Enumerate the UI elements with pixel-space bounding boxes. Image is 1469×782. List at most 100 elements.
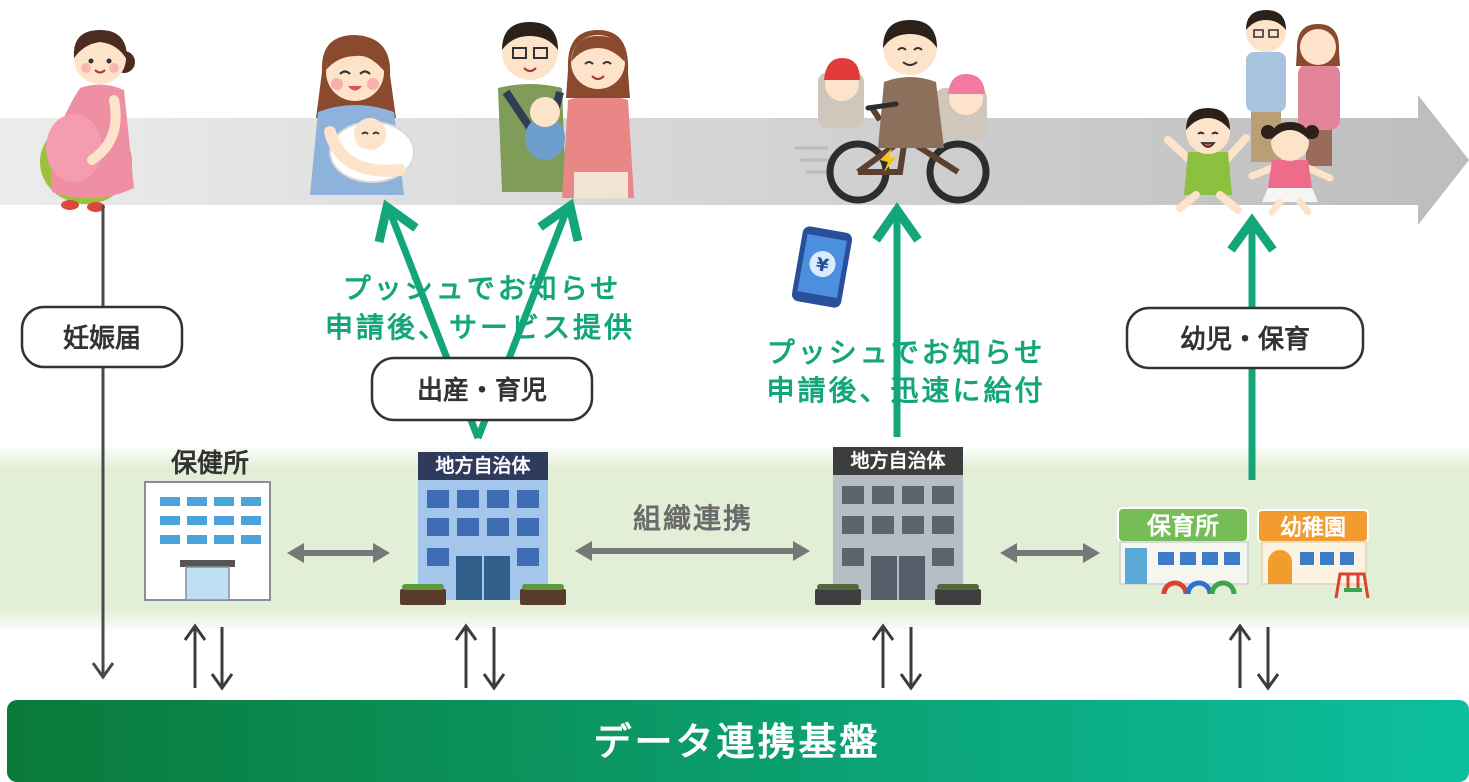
window [241, 516, 261, 525]
local-government-building-2: 地方自治体 [815, 447, 981, 605]
up-arrow-head [183, 623, 207, 641]
window [842, 516, 864, 534]
window [517, 490, 539, 508]
local-government-building-1: 地方自治体 [400, 452, 566, 605]
window [214, 516, 234, 525]
push-message-right-line2: 申請後、迅速に給付 [766, 374, 1045, 407]
pregnancy-notice-label: 妊娠届 [20, 305, 184, 369]
window [1202, 552, 1218, 565]
planter-right [520, 589, 566, 605]
org-connector-health-to-gov [287, 543, 390, 563]
planter-left [400, 589, 446, 605]
window [214, 535, 234, 544]
exchange-local-gov-2 [871, 623, 923, 691]
connector-head-right [373, 543, 390, 563]
bicycle-family-illustration [795, 20, 990, 204]
hair [73, 30, 128, 60]
boy-head [1186, 110, 1230, 154]
planter-right-plants [937, 584, 979, 590]
data-platform-label: データ連携基盤 [593, 720, 880, 764]
shoe [87, 202, 105, 212]
connector-head-left [575, 541, 592, 561]
mother-skirt [574, 172, 628, 198]
window [1180, 552, 1196, 565]
connector-head-left [1000, 543, 1017, 563]
window [241, 535, 261, 544]
nursery-building: 保育所 [1117, 507, 1249, 595]
health-center: 保健所 [144, 449, 271, 601]
baby-head [354, 118, 386, 150]
connector-head-left [287, 543, 304, 563]
girl-arms [1248, 164, 1334, 182]
window [1224, 552, 1240, 565]
building-sign-text: 地方自治体 [435, 454, 531, 477]
yen-symbol: ¥ [814, 254, 830, 277]
girl-head [1271, 123, 1309, 161]
mother-eyes [584, 61, 612, 65]
window [427, 518, 449, 536]
closed-eyes [339, 70, 371, 75]
infant-childcare-label: 幼児・保育 [1125, 306, 1365, 370]
down-arrow-head [210, 673, 234, 691]
mother-head [1300, 29, 1336, 65]
mouth [348, 86, 362, 91]
data-platform-bar: データ連携基盤 [7, 700, 1469, 782]
window [932, 516, 954, 534]
building-sign [418, 452, 548, 480]
red-helmet [824, 58, 860, 80]
belly [46, 114, 102, 182]
entrance-awning [180, 560, 235, 567]
smartphone-payment-icon: ¥ [791, 226, 853, 308]
data-platform-background [7, 700, 1469, 782]
window [160, 497, 180, 506]
mother-top [1298, 64, 1340, 130]
push-message-left-line2: 申請後、サービス提供 [325, 311, 635, 344]
father-glasses [1253, 29, 1279, 38]
planter-right-plants [522, 584, 564, 590]
window [427, 490, 449, 508]
nursery-door [1125, 548, 1147, 584]
birth-childcare-label: 出産・育児 [370, 356, 594, 422]
pregnant-woman-illustration [40, 30, 135, 212]
arm [324, 126, 406, 177]
birth-childcare-text: 出産・育児 [417, 375, 547, 406]
exchange-local-gov-1 [454, 623, 506, 691]
father-hair [502, 22, 558, 50]
play-arch-green [1209, 580, 1237, 595]
life-stage-timeline-arrow [0, 95, 1469, 225]
window [517, 548, 539, 566]
window [932, 486, 954, 504]
pregnancy-notice-box [20, 305, 184, 369]
window [1158, 552, 1174, 565]
window [1320, 552, 1334, 565]
down-arrow-head [1256, 673, 1280, 691]
boy-hair [1186, 108, 1230, 130]
push-message-left-line1: プッシュでお知らせ [343, 272, 621, 305]
girl-skirt [1262, 188, 1318, 202]
parents-with-baby-illustration [498, 22, 634, 198]
nursery-sign-text: 保育所 [1146, 512, 1219, 540]
window [457, 518, 479, 536]
window [1300, 552, 1314, 565]
connector-head-right [1083, 543, 1100, 563]
baby-head [530, 97, 560, 127]
father-hair [1246, 10, 1286, 30]
cheek [367, 78, 379, 90]
play-arch-blue [1185, 580, 1213, 595]
window [842, 548, 864, 566]
glasses-left [512, 47, 527, 59]
pregnancy-notice-text: 妊娠届 [63, 324, 141, 354]
push-arrow-left-head [374, 199, 419, 244]
family-with-children-illustration [1164, 10, 1340, 216]
nursery-windows [1158, 552, 1240, 565]
push-arrow-childcare-head [1227, 213, 1277, 253]
pregnancy-arrow-head [91, 662, 115, 680]
father-hair [883, 20, 937, 48]
up-arrow-head [454, 623, 478, 641]
window [160, 516, 180, 525]
play-arch-red [1161, 580, 1189, 595]
push-arrow-right-head [537, 198, 583, 243]
mother-with-newborn-illustration [310, 35, 415, 195]
infant-childcare-box [1125, 306, 1365, 370]
cheek [109, 63, 119, 73]
